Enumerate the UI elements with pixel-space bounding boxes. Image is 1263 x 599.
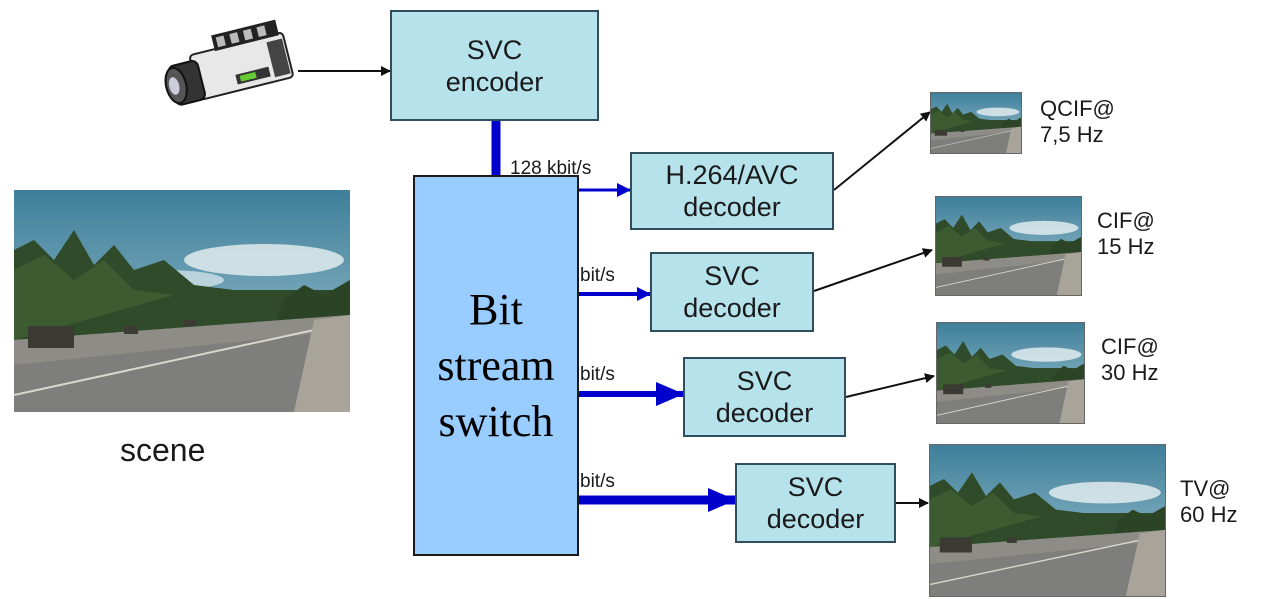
decoder-3-box: SVC decoder [683,357,846,437]
video-camera-icon [164,19,294,106]
bit-stream-switch-box: Bit stream switch [413,175,579,556]
decoder-3-label-line1: SVC [736,366,793,396]
decoder-4-label-line1: SVC [787,472,844,502]
stream-1-rate-label: 128 kbit/s [510,158,592,179]
decoder-1-box: H.264/AVC decoder [630,152,834,230]
output-4-picture [930,445,1165,596]
stream-3-rate-label: bit/s [580,364,615,385]
scene-picture [14,190,350,412]
decoder-3-to-output-arrow [845,373,935,398]
output-3-picture [937,323,1084,423]
output-4-res-line1: TV@ [1180,476,1231,501]
output-4-res-line2: 60 Hz [1180,502,1238,527]
scene-image [14,190,350,412]
decoder-1-label-line1: H.264/AVC [665,160,799,190]
output-2-res-line1: CIF@ [1097,208,1155,233]
decoder-2-to-output-arrow [813,248,933,292]
switch-label-line3: switch [438,396,554,446]
decoder-4-box: SVC decoder [735,463,896,543]
output-3-res-line1: CIF@ [1101,334,1159,359]
output-2-thumbnail [935,196,1082,296]
decoder-2-label-line2: decoder [683,293,781,323]
decoder-1-to-output-arrow [833,111,931,191]
decoder-3-label-line2: decoder [715,398,814,428]
output-1-res-line1: QCIF@ [1040,96,1115,121]
output-1-thumbnail [930,92,1022,154]
output-1-resolution: QCIF@ 7,5 Hz [1040,96,1115,148]
stream-2-rate-label: bit/s [580,265,615,286]
stream-4-rate-label: bit/s [580,471,615,492]
output-2-res-line2: 15 Hz [1097,234,1155,259]
output-2-picture [936,197,1081,295]
encoder-label-line1: SVC [466,34,523,65]
output-4-resolution: TV@ 60 Hz [1180,476,1237,528]
scene-label: scene [120,432,206,468]
decoder-2-label-line1: SVC [704,261,760,291]
output-3-res-line2: 30 Hz [1101,360,1159,385]
switch-label-line2: stream [437,340,555,390]
decoder-4-label-line2: decoder [766,504,865,534]
output-4-thumbnail [929,444,1166,597]
svc-encoder-box: SVC encoder [390,10,599,121]
decoder-1-label-line2: decoder [683,192,781,222]
switch-label-line1: Bit [469,284,523,334]
encoder-label-line2: encoder [445,66,544,97]
output-1-res-line2: 7,5 Hz [1040,122,1104,147]
output-3-thumbnail [936,322,1085,424]
decoder-2-box: SVC decoder [650,252,814,332]
output-2-resolution: CIF@ 15 Hz [1097,208,1155,260]
output-3-resolution: CIF@ 30 Hz [1101,334,1159,386]
output-1-picture [931,93,1021,153]
